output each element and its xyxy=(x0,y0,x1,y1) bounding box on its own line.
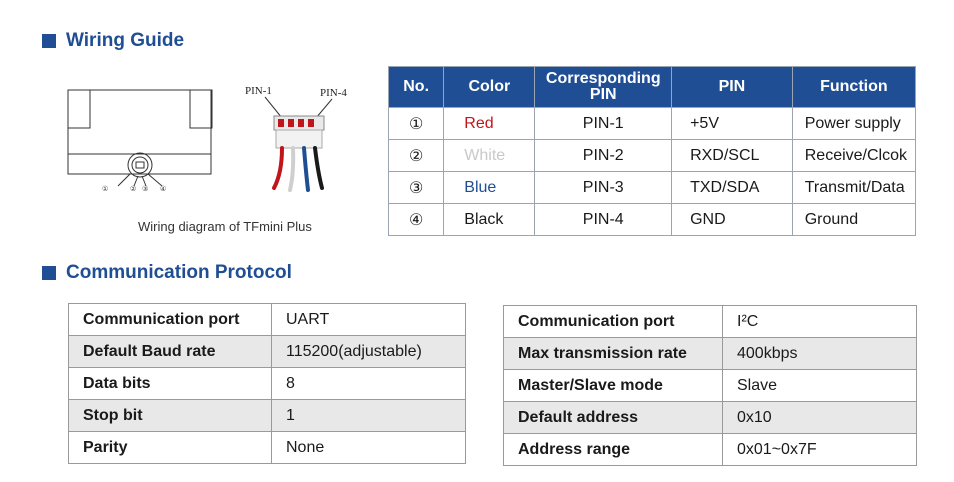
row-corr: PIN-2 xyxy=(534,139,673,172)
uart-value: None xyxy=(271,431,466,464)
uart-key: Stop bit xyxy=(68,399,272,432)
row-function: Transmit/Data xyxy=(791,171,917,204)
row-no: ③ xyxy=(387,171,445,204)
sensor-body xyxy=(67,89,213,187)
row-pin: +5V xyxy=(671,107,793,140)
i2c-value: I²C xyxy=(722,305,917,338)
wires xyxy=(272,146,324,192)
protocol-title: Communication Protocol xyxy=(66,262,292,283)
i2c-key: Default address xyxy=(503,401,723,434)
table-row: ② White PIN-2 RXD/SCL Receive/Clcok xyxy=(387,139,917,172)
header-color: Color xyxy=(443,66,536,108)
i2c-key: Address range xyxy=(503,433,723,466)
wiring-table: No. Color Corresponding PIN PIN Function… xyxy=(387,66,917,236)
row-function: Receive/Clcok xyxy=(791,139,917,172)
row-color: Black xyxy=(443,203,536,236)
i2c-value: 0x01~0x7F xyxy=(722,433,917,466)
uart-value: 1 xyxy=(271,399,466,432)
row-corr: PIN-1 xyxy=(534,107,673,140)
pin1-label: PIN-1 xyxy=(245,85,272,97)
connector-number: ② xyxy=(130,185,136,193)
header-pin: PIN xyxy=(671,66,793,108)
row-no: ② xyxy=(387,139,445,172)
connector-numbers: ① ② ③ ④ xyxy=(102,185,166,193)
wiring-guide-heading: Wiring Guide xyxy=(42,30,184,52)
uart-value: UART xyxy=(271,303,466,336)
wiring-diagram: ① ② ③ ④ PIN-1 PIN-4 xyxy=(67,85,347,193)
table-row: ③ Blue PIN-3 TXD/SDA Transmit/Data xyxy=(387,171,917,204)
row-corr: PIN-4 xyxy=(534,203,673,236)
row-color: Blue xyxy=(443,171,536,204)
header-corresponding-pin: Corresponding PIN xyxy=(534,66,673,108)
row-pin: RXD/SCL xyxy=(671,139,793,172)
i2c-key: Master/Slave mode xyxy=(503,369,723,402)
uart-key: Default Baud rate xyxy=(68,335,272,368)
uart-value: 8 xyxy=(271,367,466,400)
row-no: ④ xyxy=(387,203,445,236)
row-corr: PIN-3 xyxy=(534,171,673,204)
i2c-value: Slave xyxy=(722,369,917,402)
uart-key: Data bits xyxy=(68,367,272,400)
header-no: No. xyxy=(387,66,445,108)
row-function: Ground xyxy=(791,203,917,236)
i2c-key: Max transmission rate xyxy=(503,337,723,370)
i2c-value: 400kbps xyxy=(722,337,917,370)
connector-number: ③ xyxy=(142,185,148,193)
uart-key: Communication port xyxy=(68,303,272,336)
connector-icon xyxy=(273,115,325,149)
row-function: Power supply xyxy=(791,107,917,140)
wiring-table-header: No. Color Corresponding PIN PIN Function xyxy=(387,66,917,108)
protocol-heading: Communication Protocol xyxy=(42,262,292,284)
header-function: Function xyxy=(791,66,917,108)
row-color: White xyxy=(443,139,536,172)
connector-number: ④ xyxy=(160,185,166,193)
i2c-key: Communication port xyxy=(503,305,723,338)
wiring-guide-title: Wiring Guide xyxy=(66,30,185,51)
row-no: ① xyxy=(387,107,445,140)
table-row: ④ Black PIN-4 GND Ground xyxy=(387,203,917,236)
i2c-value: 0x10 xyxy=(722,401,917,434)
heading-square-icon xyxy=(42,266,56,280)
row-color: Red xyxy=(443,107,536,140)
diagram-caption: Wiring diagram of TFmini Plus xyxy=(138,219,312,234)
row-pin: GND xyxy=(671,203,793,236)
pin4-label: PIN-4 xyxy=(320,87,347,99)
uart-value: 115200(adjustable) xyxy=(271,335,466,368)
heading-square-icon xyxy=(42,34,56,48)
uart-key: Parity xyxy=(68,431,272,464)
row-pin: TXD/SDA xyxy=(671,171,793,204)
table-row: ① Red PIN-1 +5V Power supply xyxy=(387,107,917,140)
connector-number: ① xyxy=(102,185,108,193)
